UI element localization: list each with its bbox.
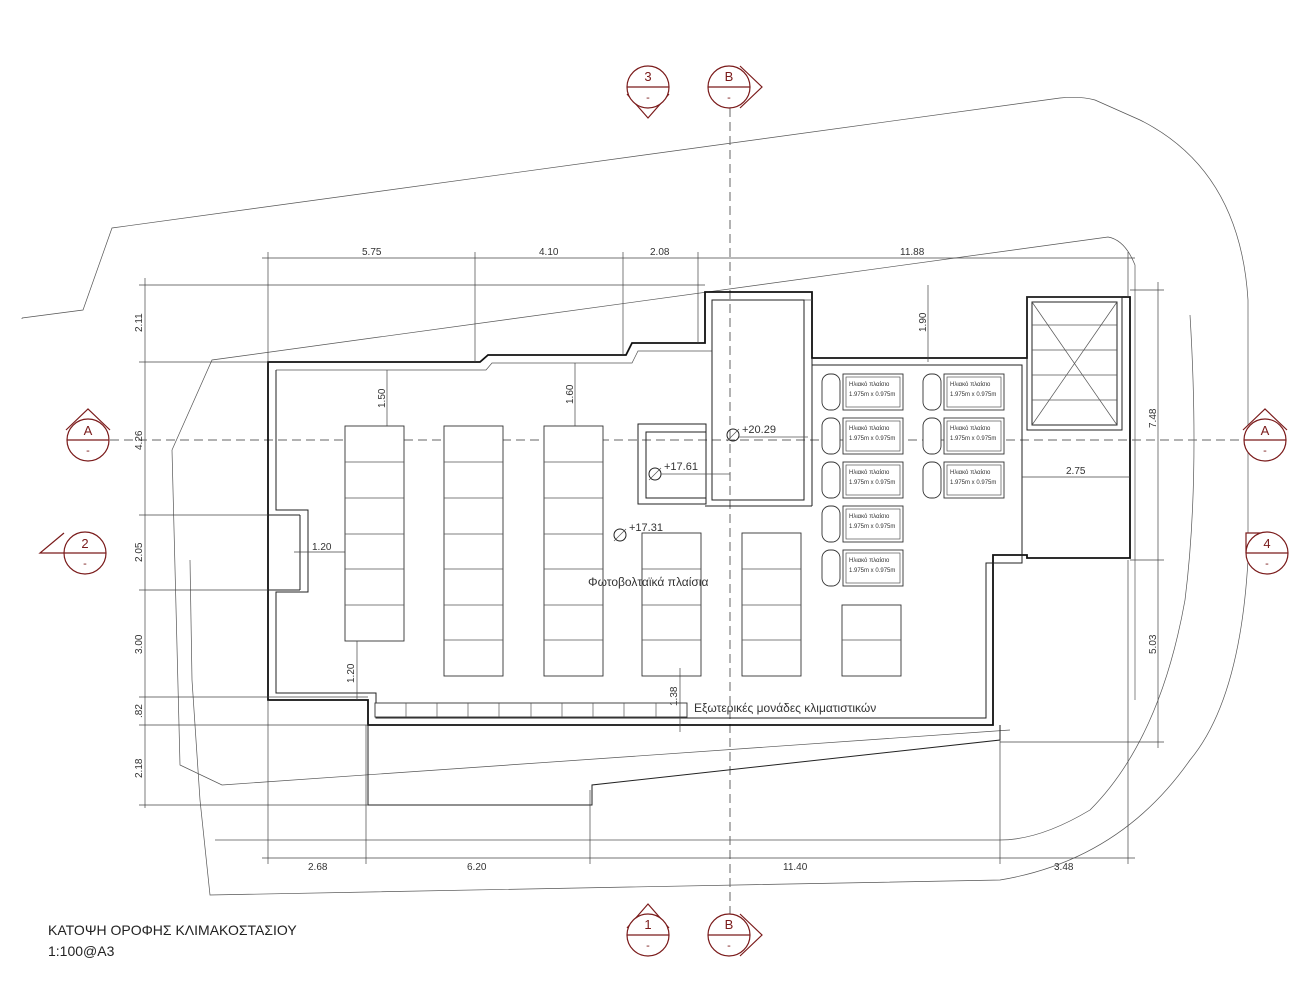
level-marker: +17.31 (613, 522, 663, 542)
solar-label: Ηλιακό πλαίσιο (950, 425, 991, 432)
mark-sub: - (727, 92, 731, 104)
mark-sub: - (646, 92, 650, 104)
section-mark-B-bottom: B - (707, 913, 763, 957)
dim-text: 4.10 (539, 247, 559, 258)
section-mark-A-right: A - (1242, 408, 1288, 462)
solar-label: Ηλιακό πλαίσιο (849, 381, 890, 388)
site-boundary (21, 96, 1249, 896)
mark-id: A (84, 423, 93, 438)
dim-text: 1.60 (565, 384, 576, 404)
dimension-bottom: 2.68 6.20 11.40 3.48 (262, 560, 1135, 873)
mark-sub: - (86, 445, 90, 457)
solar-collector: Ηλιακό πλαίσιο 1.975m x 0.975m (821, 505, 904, 543)
pv-panels-label: Φωτοβολταϊκά πλαίσια (588, 575, 708, 589)
section-mark-2: 2 - (38, 531, 107, 575)
section-mark-B-top: B - (707, 65, 763, 109)
dim-text: 11.40 (783, 862, 808, 873)
dim-text: 1.90 (918, 312, 929, 332)
solar-collector: Ηλιακό πλαίσιο 1.975m x 0.975m (922, 461, 1005, 499)
pv-column (543, 425, 604, 677)
solar-collector: Ηλιακό πλαίσιο 1.975m x 0.975m (821, 461, 904, 499)
dim-text: 6.20 (467, 862, 487, 873)
dim-text: 2.68 (308, 862, 328, 873)
dim-text: 5.75 (362, 247, 382, 258)
pv-panel-array (344, 425, 902, 677)
dim-text: 1.20 (312, 542, 332, 553)
dim-text: 1.38 (669, 686, 680, 706)
solar-size: 1.975m x 0.975m (849, 524, 895, 530)
dimension-top: 5.75 4.10 2.08 11.88 (262, 247, 1135, 362)
solar-label: Ηλιακό πλαίσιο (950, 381, 991, 388)
solar-label: Ηλιακό πλαίσιο (950, 469, 991, 476)
level-marker: +17.61 (648, 461, 730, 481)
solar-collector: Ηλιακό πλαίσιο 1.975m x 0.975m (922, 417, 1005, 455)
mark-id: 3 (644, 69, 651, 84)
ac-units-label: Εξωτερικές μονάδες κλιματιστικών (694, 701, 876, 715)
mark-id: 1 (644, 917, 651, 932)
solar-collectors: Ηλιακό πλαίσιο 1.975m x 0.975m Ηλιακό πλ… (821, 373, 1005, 587)
pv-column (443, 425, 504, 677)
pv-column (344, 425, 405, 642)
mark-sub: - (1263, 445, 1267, 457)
dimension-inner: 1.50 1.60 1.20 1.20 1.38 1.90 2.75 (294, 285, 1130, 732)
dim-text: 3.00 (134, 634, 145, 654)
pv-column (741, 532, 802, 677)
solar-collector: Ηλιακό πλαίσιο 1.975m x 0.975m (821, 373, 904, 411)
section-mark-1: 1 - (626, 903, 670, 957)
level-text: +17.31 (629, 522, 663, 534)
dim-text: 3.48 (1054, 862, 1074, 873)
dim-text: 1.50 (377, 388, 388, 408)
section-mark-4: 4 - (1245, 531, 1289, 575)
dim-text: 2.08 (650, 247, 670, 258)
mark-id: 2 (81, 536, 88, 551)
dimension-right: 7.48 5.03 (1000, 282, 1164, 748)
mark-sub: - (1265, 558, 1269, 570)
solar-size: 1.975m x 0.975m (849, 568, 895, 574)
solar-label: Ηλιακό πλαίσιο (849, 425, 890, 432)
dim-text: 2.18 (134, 758, 145, 778)
mark-id: 4 (1263, 536, 1270, 551)
mark-id: A (1261, 423, 1270, 438)
solar-label: Ηλιακό πλαίσιο (849, 557, 890, 564)
mark-id: B (725, 69, 734, 84)
solar-collector: Ηλιακό πλαίσιο 1.975m x 0.975m (821, 417, 904, 455)
solar-size: 1.975m x 0.975m (849, 480, 895, 486)
dim-text: 2.11 (134, 313, 145, 332)
solar-collector: Ηλιακό πλαίσιο 1.975m x 0.975m (922, 373, 1005, 411)
mark-sub: - (83, 558, 87, 570)
section-mark-A-left: A - (65, 408, 111, 462)
dim-text: 4.26 (134, 430, 145, 450)
dim-text: 11.88 (900, 247, 925, 258)
solar-collector: Ηλιακό πλαίσιο 1.975m x 0.975m (821, 549, 904, 587)
level-marker: +20.29 (726, 424, 808, 442)
building-outline (267, 291, 1131, 806)
mark-sub: - (646, 940, 650, 952)
dim-text: 2.05 (134, 542, 145, 562)
drawing-scale: 1:100@A3 (48, 943, 115, 959)
pv-column (841, 604, 902, 677)
solar-label: Ηλιακό πλαίσιο (849, 513, 890, 520)
level-text: +17.61 (664, 461, 698, 473)
dim-text: 2.75 (1066, 466, 1086, 477)
ac-units (374, 702, 688, 718)
solar-size: 1.975m x 0.975m (950, 436, 996, 442)
solar-size: 1.975m x 0.975m (950, 480, 996, 486)
drawing-title: ΚΑΤΟΨΗ ΟΡΟΦΗΣ ΚΛΙΜΑΚΟΣΤΑΣΙΟΥ (48, 922, 297, 938)
mark-sub: - (727, 940, 731, 952)
dim-text: .82 (134, 704, 145, 718)
solar-size: 1.975m x 0.975m (950, 392, 996, 398)
solar-label: Ηλιακό πλαίσιο (849, 469, 890, 476)
solar-size: 1.975m x 0.975m (849, 436, 895, 442)
axis-lines (110, 108, 1245, 918)
level-text: +20.29 (742, 424, 776, 436)
dimension-left: 2.11 4.26 2.05 3.00 .82 2.18 (134, 278, 705, 808)
mark-id: B (725, 917, 734, 932)
dim-text: 5.03 (1148, 634, 1159, 654)
section-mark-3: 3 - (626, 65, 670, 119)
pv-column (641, 532, 702, 677)
solar-size: 1.975m x 0.975m (849, 392, 895, 398)
dim-text: 1.20 (346, 663, 357, 683)
dim-text: 7.48 (1148, 408, 1159, 428)
